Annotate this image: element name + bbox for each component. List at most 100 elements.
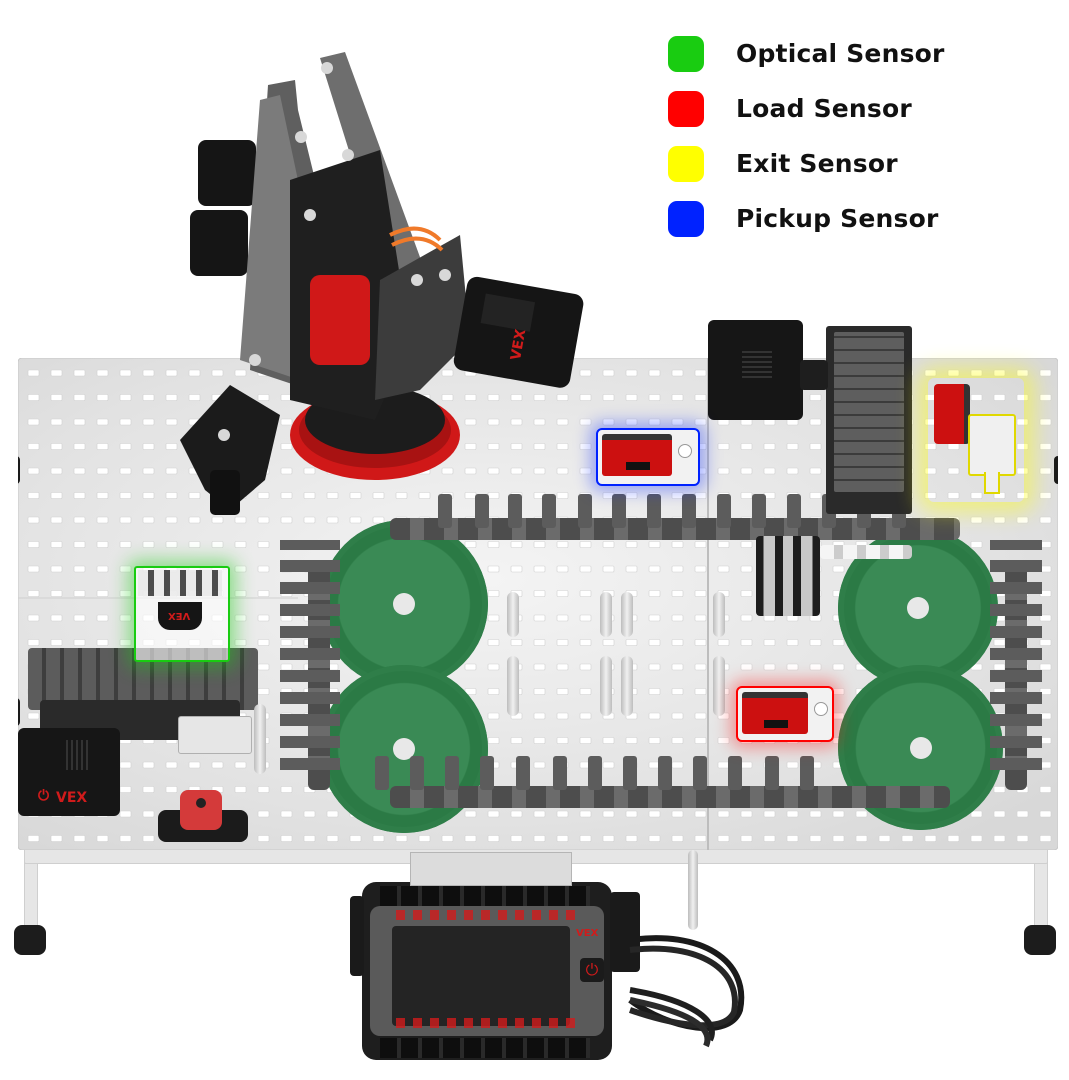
conveyor-paddle <box>658 756 672 790</box>
feeder-stack <box>834 332 904 492</box>
optical-sensor-plate <box>138 570 222 596</box>
feeder-motor-shaft <box>800 360 828 390</box>
conveyor-paddle <box>647 494 661 528</box>
conveyor-chain-top <box>390 518 960 540</box>
conveyor-side-paddles-left <box>280 540 340 780</box>
feeder-motor <box>708 320 803 420</box>
brain-face: VEX ⏻ <box>370 906 604 1036</box>
standoff <box>688 850 698 930</box>
legend-item-pickup: Pickup Sensor <box>668 191 968 246</box>
brain-port-labels-bottom <box>396 1018 576 1028</box>
legend-item-load: Load Sensor <box>668 81 968 136</box>
brain-cables <box>628 935 745 1048</box>
exit-sensor-body <box>934 384 970 444</box>
yellow-swatch-icon <box>668 145 704 182</box>
white-link-strip <box>820 545 912 559</box>
standoff <box>600 592 612 637</box>
conveyor-side-paddles-right <box>990 540 1042 780</box>
pickup-sensor-body <box>602 434 672 476</box>
conveyor-paddle <box>542 494 556 528</box>
battery-vent-icon <box>66 740 90 770</box>
brain-port-labels-top <box>396 910 576 920</box>
blue-swatch-icon <box>668 200 704 237</box>
legend-item-optical: Optical Sensor <box>668 26 968 81</box>
robotic-arm: VEX <box>180 52 584 515</box>
load-sensor-body <box>742 692 808 734</box>
exit-sensor-bracket <box>968 414 1016 476</box>
brain-port-strip-bottom <box>380 1038 590 1058</box>
load-sensor-lens-icon <box>814 702 828 716</box>
conveyor-paddle <box>623 756 637 790</box>
pickup-sensor-lens-icon <box>678 444 692 458</box>
conveyor-chain-bottom <box>390 786 950 808</box>
exit-sensor <box>928 378 1024 502</box>
conveyor-paddle <box>553 756 567 790</box>
battery: VEX ⏻ <box>18 728 120 816</box>
legend-label: Exit Sensor <box>736 149 898 178</box>
exit-sensor-tab <box>984 472 1000 494</box>
standoff <box>507 656 519 716</box>
pegboard-foot-left <box>14 925 46 955</box>
green-swatch-icon <box>668 35 704 72</box>
svg-text:VEX: VEX <box>508 328 529 362</box>
standoff <box>713 592 725 637</box>
mounting-bracket <box>178 716 252 754</box>
sensor-port-icon <box>764 720 788 728</box>
standoff-assembly <box>756 536 820 616</box>
sensor-port-icon <box>626 462 650 470</box>
conveyor-paddle <box>717 494 731 528</box>
brain-bracket <box>410 852 572 886</box>
standoff <box>621 656 633 716</box>
conveyor-paddle <box>480 756 494 790</box>
standoff <box>254 704 266 774</box>
disk-feeder-tower <box>826 326 912 514</box>
brain-logo: VEX <box>576 928 599 939</box>
legend-label: Load Sensor <box>736 94 912 123</box>
brain-side-mount-left <box>350 896 364 976</box>
standoff <box>600 656 612 716</box>
brain-power-button[interactable]: ⏻ <box>580 958 604 982</box>
legend-item-exit: Exit Sensor <box>668 136 968 191</box>
bumper-button <box>180 790 222 830</box>
standoff <box>713 656 725 716</box>
conveyor-paddle <box>516 756 530 790</box>
brain-controller: VEX ⏻ <box>362 882 612 1060</box>
power-icon: ⏻ <box>38 788 50 804</box>
battery-logo: VEX <box>56 790 88 806</box>
conveyor-paddle <box>578 494 592 528</box>
motor-vent-icon <box>742 350 772 378</box>
conveyor-paddle <box>693 756 707 790</box>
standoff <box>507 592 519 637</box>
legend-label: Pickup Sensor <box>736 204 939 233</box>
conveyor-paddle <box>475 494 489 528</box>
red-swatch-icon <box>668 90 704 127</box>
pegboard-foot-right <box>1024 925 1056 955</box>
conveyor-paddle <box>612 494 626 528</box>
conveyor-paddle <box>375 756 389 790</box>
conveyor-paddle <box>800 756 814 790</box>
conveyor-paddle <box>752 494 766 528</box>
load-sensor <box>736 686 834 742</box>
conveyor-paddle <box>787 494 801 528</box>
optical-sensor-body: VEX <box>158 602 202 630</box>
power-icon: ⏻ <box>585 960 599 979</box>
conveyor-gear-top-left <box>320 520 488 688</box>
conveyor-paddle <box>588 756 602 790</box>
standoff <box>621 592 633 637</box>
brain-side-mount-right <box>610 892 640 972</box>
conveyor-paddle <box>728 756 742 790</box>
pickup-sensor <box>596 428 700 486</box>
conveyor-paddle <box>438 494 452 528</box>
optical-sensor: VEX <box>134 566 230 662</box>
conveyor-paddle <box>445 756 459 790</box>
conveyor-paddle <box>765 756 779 790</box>
conveyor-paddle <box>682 494 696 528</box>
conveyor-paddle <box>410 756 424 790</box>
optical-sensor-logo: VEX <box>168 610 191 621</box>
legend-label: Optical Sensor <box>736 39 945 68</box>
conveyor-paddle <box>508 494 522 528</box>
sensor-legend: Optical Sensor Load Sensor Exit Sensor P… <box>668 26 968 246</box>
bumper-hole-icon <box>196 798 206 808</box>
brain-screen[interactable] <box>392 926 570 1026</box>
brain-port-strip-top <box>380 886 590 906</box>
